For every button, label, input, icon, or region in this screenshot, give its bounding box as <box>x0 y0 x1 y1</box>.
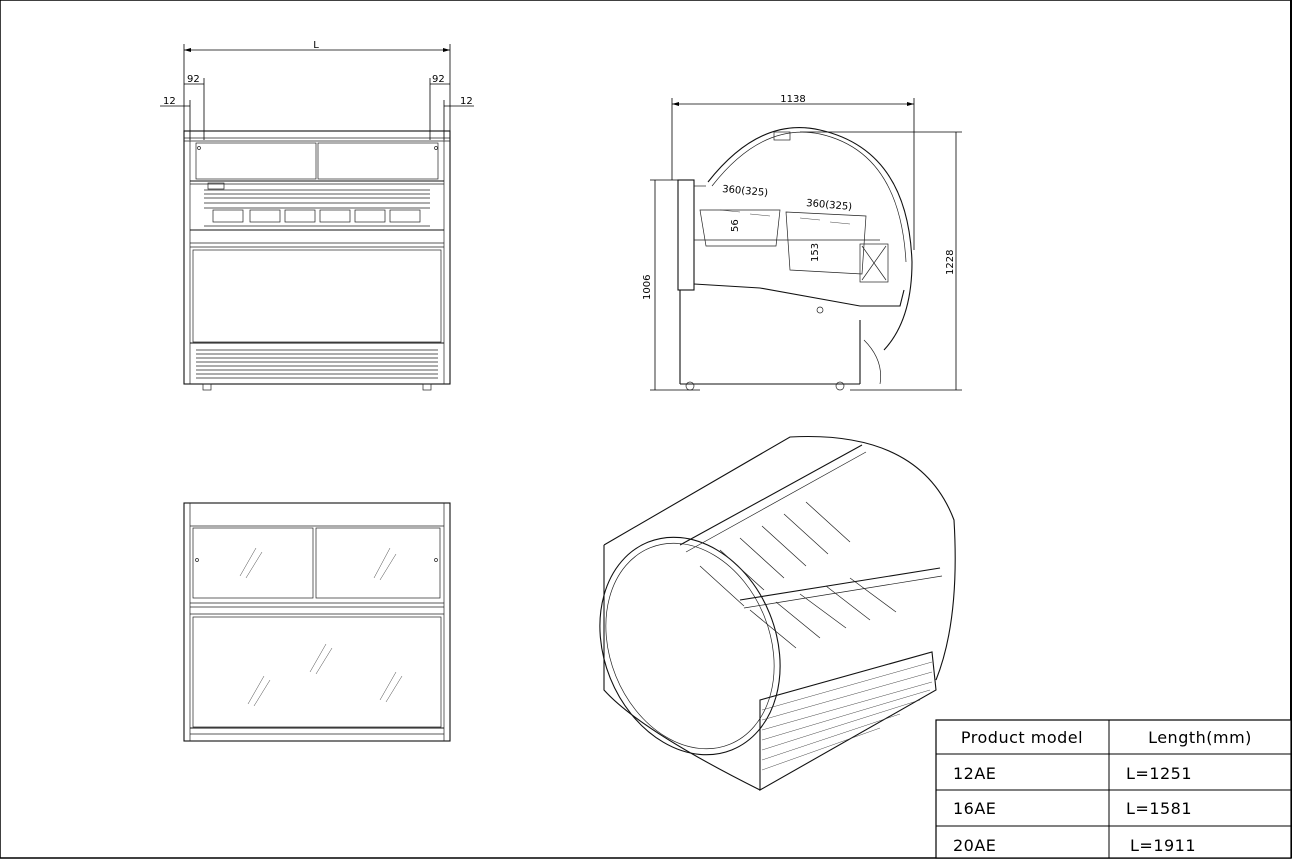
dim-label-counter-height: 1006 <box>642 275 653 300</box>
pan-size-left-label: 360(325) <box>722 184 769 199</box>
model-table: Product model Length(mm) 12AE L=1251 16A… <box>935 719 1292 859</box>
dim-label-L: L <box>313 40 319 51</box>
pan-dividers <box>699 501 897 649</box>
table-row-length: L=1911 <box>1130 836 1196 855</box>
table-row-model: 16AE <box>953 799 996 818</box>
dim-label-total-height: 1228 <box>945 250 956 275</box>
side-cabinet: 360(325) 360(325) 56 153 <box>677 127 913 391</box>
dim-label-right-92: 92 <box>432 74 445 85</box>
dimension-margin-12: 12 12 <box>160 96 474 140</box>
isometric-view <box>599 435 956 791</box>
dim-label-left-92: 92 <box>187 74 200 85</box>
table-row-model: 12AE <box>953 764 996 783</box>
pan-size-right-label: 360(325) <box>806 198 853 213</box>
dimension-total-height: 1228 <box>800 131 962 391</box>
table-row-length: L=1251 <box>1126 764 1192 783</box>
dim-label-left-12: 12 <box>163 96 176 107</box>
top-view <box>183 502 451 742</box>
dimension-inset-92: 92 92 <box>184 74 450 140</box>
pan-depth-left-label: 56 <box>730 219 741 232</box>
table-header-length: Length(mm) <box>1148 728 1252 747</box>
pan-depth-right-label: 153 <box>810 243 821 262</box>
table-row-model: 20AE <box>953 836 996 855</box>
front-cabinet <box>183 130 451 391</box>
dim-label-right-12: 12 <box>460 96 473 107</box>
glass-reflection-marks <box>239 547 403 707</box>
side-view: 1138 1006 1228 360 <box>642 94 962 391</box>
iso-grille <box>761 661 933 771</box>
front-view: L 92 92 12 12 <box>160 40 474 391</box>
table-header-model: Product model <box>961 728 1083 747</box>
dim-label-depth: 1138 <box>780 94 805 105</box>
dimension-counter-height: 1006 <box>642 179 700 391</box>
dimension-overall-length: L <box>183 40 451 132</box>
table-row-length: L=1581 <box>1126 799 1192 818</box>
dimension-depth: 1138 <box>671 94 915 250</box>
